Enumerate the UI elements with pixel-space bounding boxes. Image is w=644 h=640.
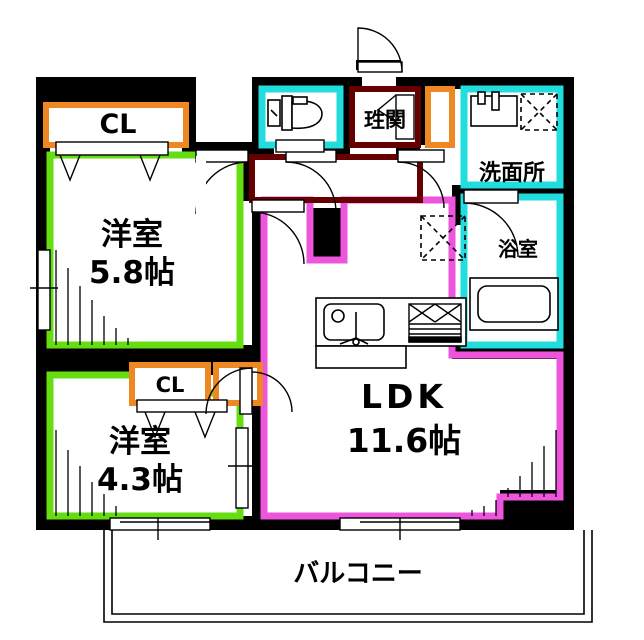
entrance-label: 珄関 (364, 108, 406, 132)
corner-hatch-marks (55, 250, 557, 516)
bathtub-icon (469, 277, 559, 331)
bedroom-main-size: 5.8帖 (89, 255, 175, 291)
closet-bottom-label: CL (156, 373, 185, 397)
washroom-outline (460, 85, 564, 189)
toilet-fixture-icon (267, 95, 323, 131)
hallway-outline (249, 154, 423, 203)
bath-label: 浴室 (498, 237, 538, 261)
bedroom-main-name: 洋室 (101, 217, 163, 253)
washbasin-icon (470, 91, 518, 127)
balcony-outline (103, 530, 593, 623)
closet-top-label: CL (99, 109, 136, 140)
washroom-label: 洗面所 (479, 161, 545, 186)
balcony-label: バルコニー (293, 559, 422, 589)
stove-burner-icon (408, 303, 462, 343)
entrance-outline (349, 86, 421, 148)
ldk-size: 11.6帖 (347, 421, 461, 460)
doors-and-openings (30, 27, 519, 540)
bedroom-second-size: 4.3帖 (97, 462, 183, 498)
ldk-outline (260, 196, 564, 520)
kitchen-sink-icon (323, 303, 385, 346)
refrigerator-space-icon (420, 215, 466, 261)
shoe-closet-outline (425, 86, 455, 148)
bedroom-second-name: 洋室 (109, 424, 171, 460)
washer-space-icon (520, 93, 558, 131)
ldk-name: LDK (361, 377, 447, 416)
